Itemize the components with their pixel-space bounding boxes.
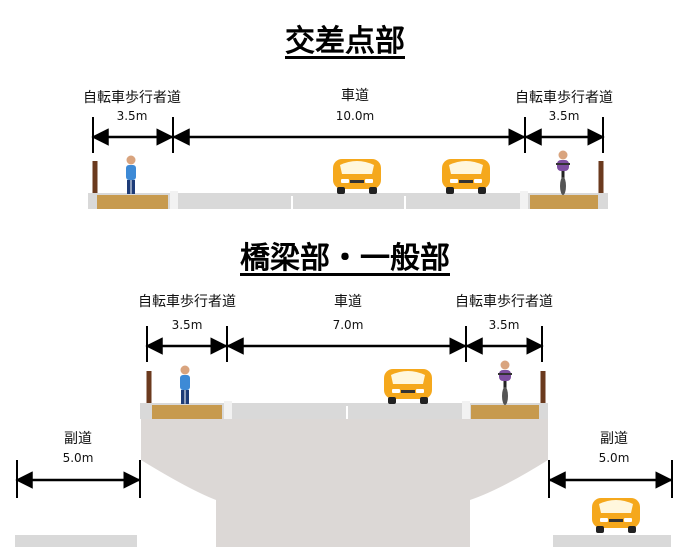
pedestrian-icon	[126, 155, 136, 194]
bollard-icon	[598, 161, 604, 193]
bridge-deck-pavement	[140, 403, 548, 419]
left-side-road-name: 副道	[64, 431, 92, 447]
intersection-title: 交差点部	[285, 24, 405, 59]
left-walkway-surface	[97, 195, 168, 209]
car-icon	[384, 369, 432, 404]
bridge-structure	[141, 419, 548, 547]
car-icon	[442, 159, 490, 194]
bridge-right-walkway-name: 自転車歩行者道	[455, 294, 553, 310]
intersection-left-walkway-name: 自転車歩行者道	[83, 90, 181, 106]
bridge-left-walkway-name: 自転車歩行者道	[138, 294, 236, 310]
intersection-roadway-name: 車道	[341, 88, 369, 104]
intersection-right-walkway-name: 自転車歩行者道	[515, 90, 613, 106]
car-icon	[592, 498, 640, 533]
bridge-cross-section	[15, 326, 673, 547]
cyclist-icon	[555, 149, 571, 196]
left-side-road-pavement	[15, 535, 137, 547]
intersection-right-walkway-width: 3.5m	[548, 109, 580, 123]
right-side-road-pavement	[553, 535, 671, 547]
left-side-road-width: 5.0m	[62, 451, 94, 465]
bridge-right-walkway-width: 3.5m	[488, 318, 520, 332]
intersection-cross-section	[88, 117, 608, 209]
left-walkway-surface	[152, 405, 222, 419]
intersection-left-walkway-width: 3.5m	[116, 109, 148, 123]
bridge-roadway-name: 車道	[334, 294, 362, 310]
pavement-slab	[88, 193, 608, 209]
right-walkway-surface	[471, 405, 539, 419]
right-side-road-width: 5.0m	[598, 451, 630, 465]
bollard-icon	[92, 161, 98, 193]
pedestrian-icon	[180, 365, 190, 404]
right-walkway-surface	[530, 195, 598, 209]
bridge-title: 橋梁部・一般部	[240, 241, 450, 276]
intersection-roadway-width: 10.0m	[335, 109, 375, 123]
bollard-icon	[540, 371, 546, 403]
right-side-road-name: 副道	[600, 431, 628, 447]
bridge-roadway-width: 7.0m	[332, 318, 364, 332]
bridge-left-walkway-width: 3.5m	[171, 318, 203, 332]
bollard-icon	[146, 371, 152, 403]
cyclist-icon	[497, 359, 513, 406]
car-icon	[333, 159, 381, 194]
